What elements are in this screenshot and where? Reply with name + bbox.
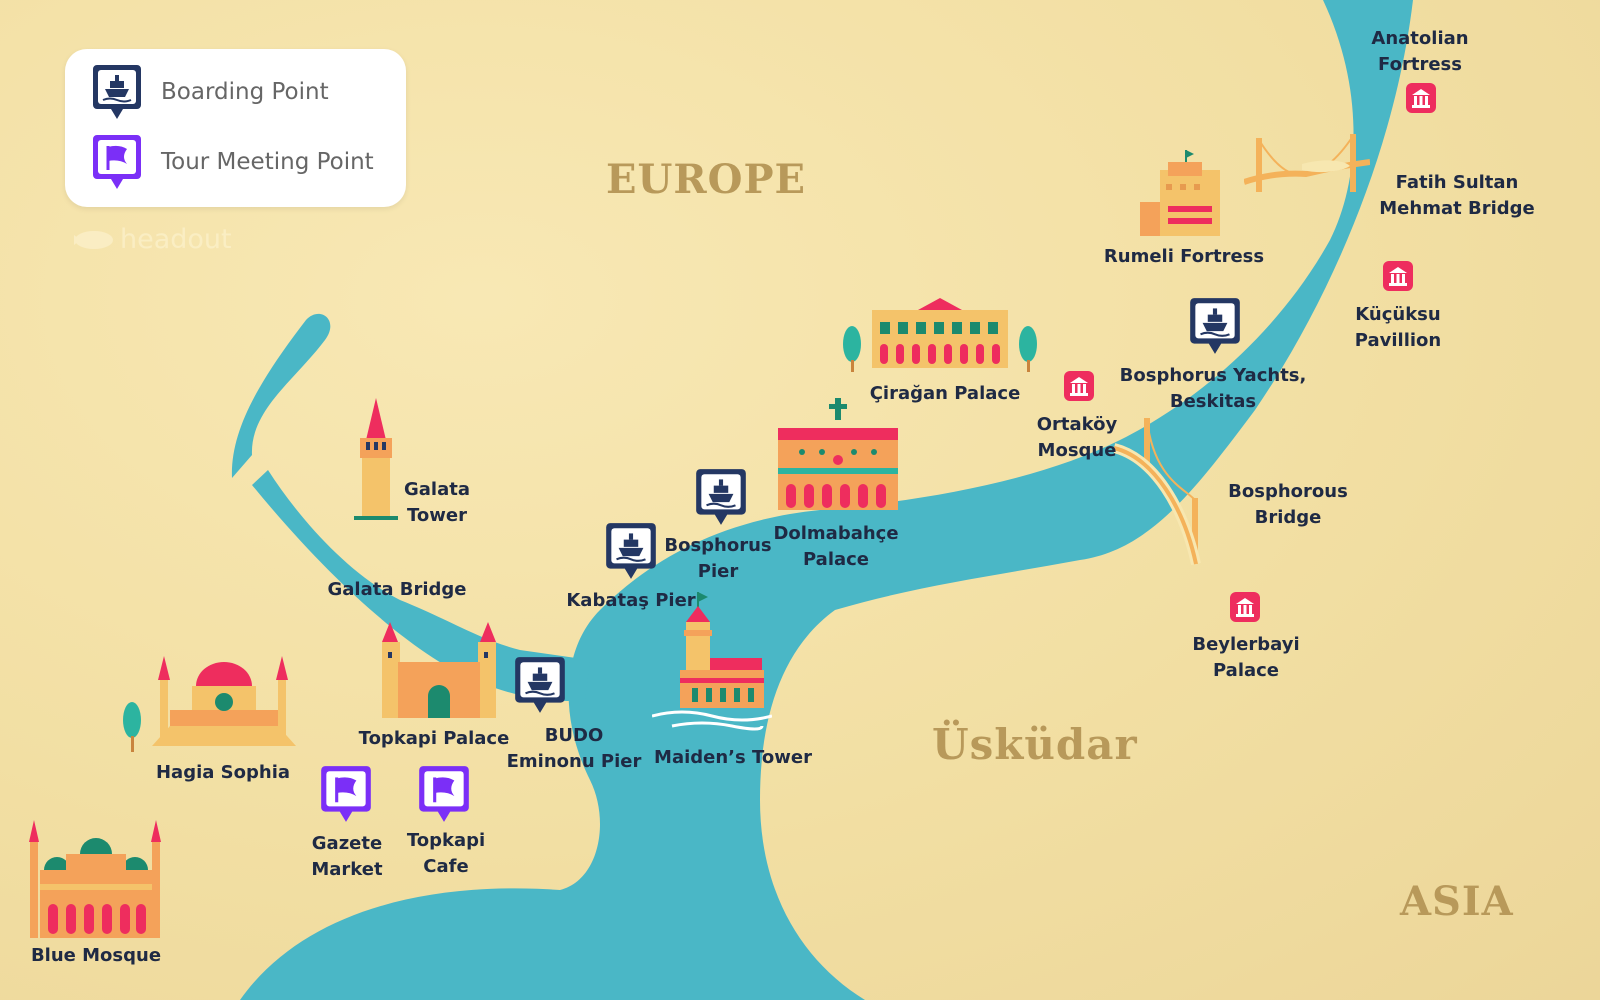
museum-icon[interactable]: [1230, 592, 1260, 622]
flag-pin-icon: [93, 135, 141, 189]
map-legend: Boarding Point Tour Meeting Point: [65, 49, 406, 207]
label-kabatas-pier[interactable]: Kabataş Pier: [566, 588, 695, 614]
label-galata-bridge[interactable]: Galata Bridge: [328, 577, 467, 603]
label-rumeli-fortress[interactable]: Rumeli Fortress: [1104, 244, 1264, 270]
dolmabahce-palace-illustration: [778, 398, 898, 510]
label-budo-eminonu-pier[interactable]: BUDO Eminonu Pier: [507, 723, 642, 775]
label-line: Pavillion: [1354, 330, 1442, 351]
museum-icon[interactable]: [1406, 83, 1436, 113]
headout-blimp-icon: [74, 230, 113, 249]
label-line: Galata: [404, 479, 470, 500]
label-line: Eminonu Pier: [506, 751, 642, 772]
topkapi-palace-illustration: [382, 622, 496, 718]
label-line: Blue Mosque: [30, 945, 162, 966]
brand-name: headout: [120, 224, 232, 255]
label-line: Beskitas: [1169, 391, 1257, 412]
label-line: Hagia Sophia: [155, 762, 291, 783]
label-line: Küçüksu: [1355, 304, 1441, 325]
meeting-pin-gazete-market[interactable]: [319, 764, 373, 824]
label-line: Cafe: [423, 856, 469, 877]
label-line: Dolmabahçe: [773, 523, 899, 544]
label-line: Fortress: [1378, 54, 1462, 75]
galata-tower-illustration: [354, 398, 398, 520]
fatih-bridge-illustration: [1244, 134, 1370, 192]
museum-icon[interactable]: [1064, 371, 1094, 401]
label-line: Bosphorus: [664, 535, 772, 556]
boarding-pin-bosphorus-pier[interactable]: [694, 467, 748, 527]
museum-icon[interactable]: [1383, 261, 1413, 291]
meeting-pin-topkapi-cafe[interactable]: [417, 764, 471, 824]
label-line: Mehmat Bridge: [1379, 198, 1535, 219]
label-line: Palace: [1212, 660, 1280, 681]
legend-meeting-row: Tour Meeting Point: [91, 133, 374, 191]
region-asia: ASIA: [1400, 878, 1514, 925]
region-uskudar: Üsküdar: [932, 720, 1138, 769]
bosphorus-bridge-illustration: [1114, 418, 1201, 566]
boarding-pin-budo-eminonu[interactable]: [513, 655, 567, 715]
rumeli-fortress-illustration: [1140, 150, 1220, 236]
label-line: Topkapi: [406, 830, 486, 851]
label-line: Gazete: [311, 833, 383, 854]
label-line: Fatih Sultan: [1395, 172, 1519, 193]
label-line: Mosque: [1037, 440, 1117, 461]
golden-horn-upper: [231, 313, 331, 478]
headout-logo: headout: [70, 224, 232, 255]
hagia-sophia-illustration: [123, 656, 296, 752]
label-line: Tower: [407, 505, 467, 526]
label-topkapi-palace[interactable]: Topkapi Palace: [359, 726, 510, 752]
label-line: Pier: [697, 561, 739, 582]
legend-meeting-label: Tour Meeting Point: [161, 149, 374, 175]
label-blue-mosque[interactable]: Blue Mosque: [31, 943, 161, 969]
bosphorus-strait: [240, 0, 1413, 1000]
region-europe: EUROPE: [606, 156, 807, 203]
label-line: Bosphorus Yachts,: [1119, 365, 1307, 386]
label-line: Çirağan Palace: [869, 383, 1021, 404]
boarding-pin-kabatas[interactable]: [604, 521, 658, 581]
label-line: Bridge: [1254, 507, 1322, 528]
label-line: Maiden’s Tower: [654, 747, 812, 768]
label-bosphorus-yachts[interactable]: Bosphorus Yachts, Beskitas: [1120, 363, 1307, 415]
legend-boarding-label: Boarding Point: [161, 79, 329, 105]
label-hagia-sophia[interactable]: Hagia Sophia: [156, 760, 290, 786]
label-line: BUDO: [544, 725, 604, 746]
label-line: Rumeli Fortress: [1103, 246, 1265, 267]
label-line: Beylerbayi: [1192, 634, 1300, 655]
ship-pin-icon: [93, 65, 141, 119]
label-line: Palace: [802, 549, 870, 570]
label-line: Market: [311, 859, 383, 880]
label-line: Kabataş Pier: [566, 590, 696, 611]
blue-mosque-illustration: [29, 820, 161, 938]
label-maidens-tower[interactable]: Maiden’s Tower: [654, 745, 812, 771]
ciragan-palace-illustration: [843, 298, 1037, 372]
boarding-pin-bosphorus-yachts[interactable]: [1188, 296, 1242, 356]
label-line: Galata Bridge: [327, 579, 467, 600]
label-ciragan-palace[interactable]: Çirağan Palace: [870, 381, 1021, 407]
label-line: Topkapi Palace: [358, 728, 510, 749]
label-line: Ortaköy: [1036, 414, 1118, 435]
maidens-tower-illustration: [652, 592, 772, 731]
legend-boarding-row: Boarding Point: [91, 63, 329, 121]
label-line: Bosphorous: [1228, 481, 1348, 502]
label-line: Anatolian: [1371, 28, 1469, 49]
